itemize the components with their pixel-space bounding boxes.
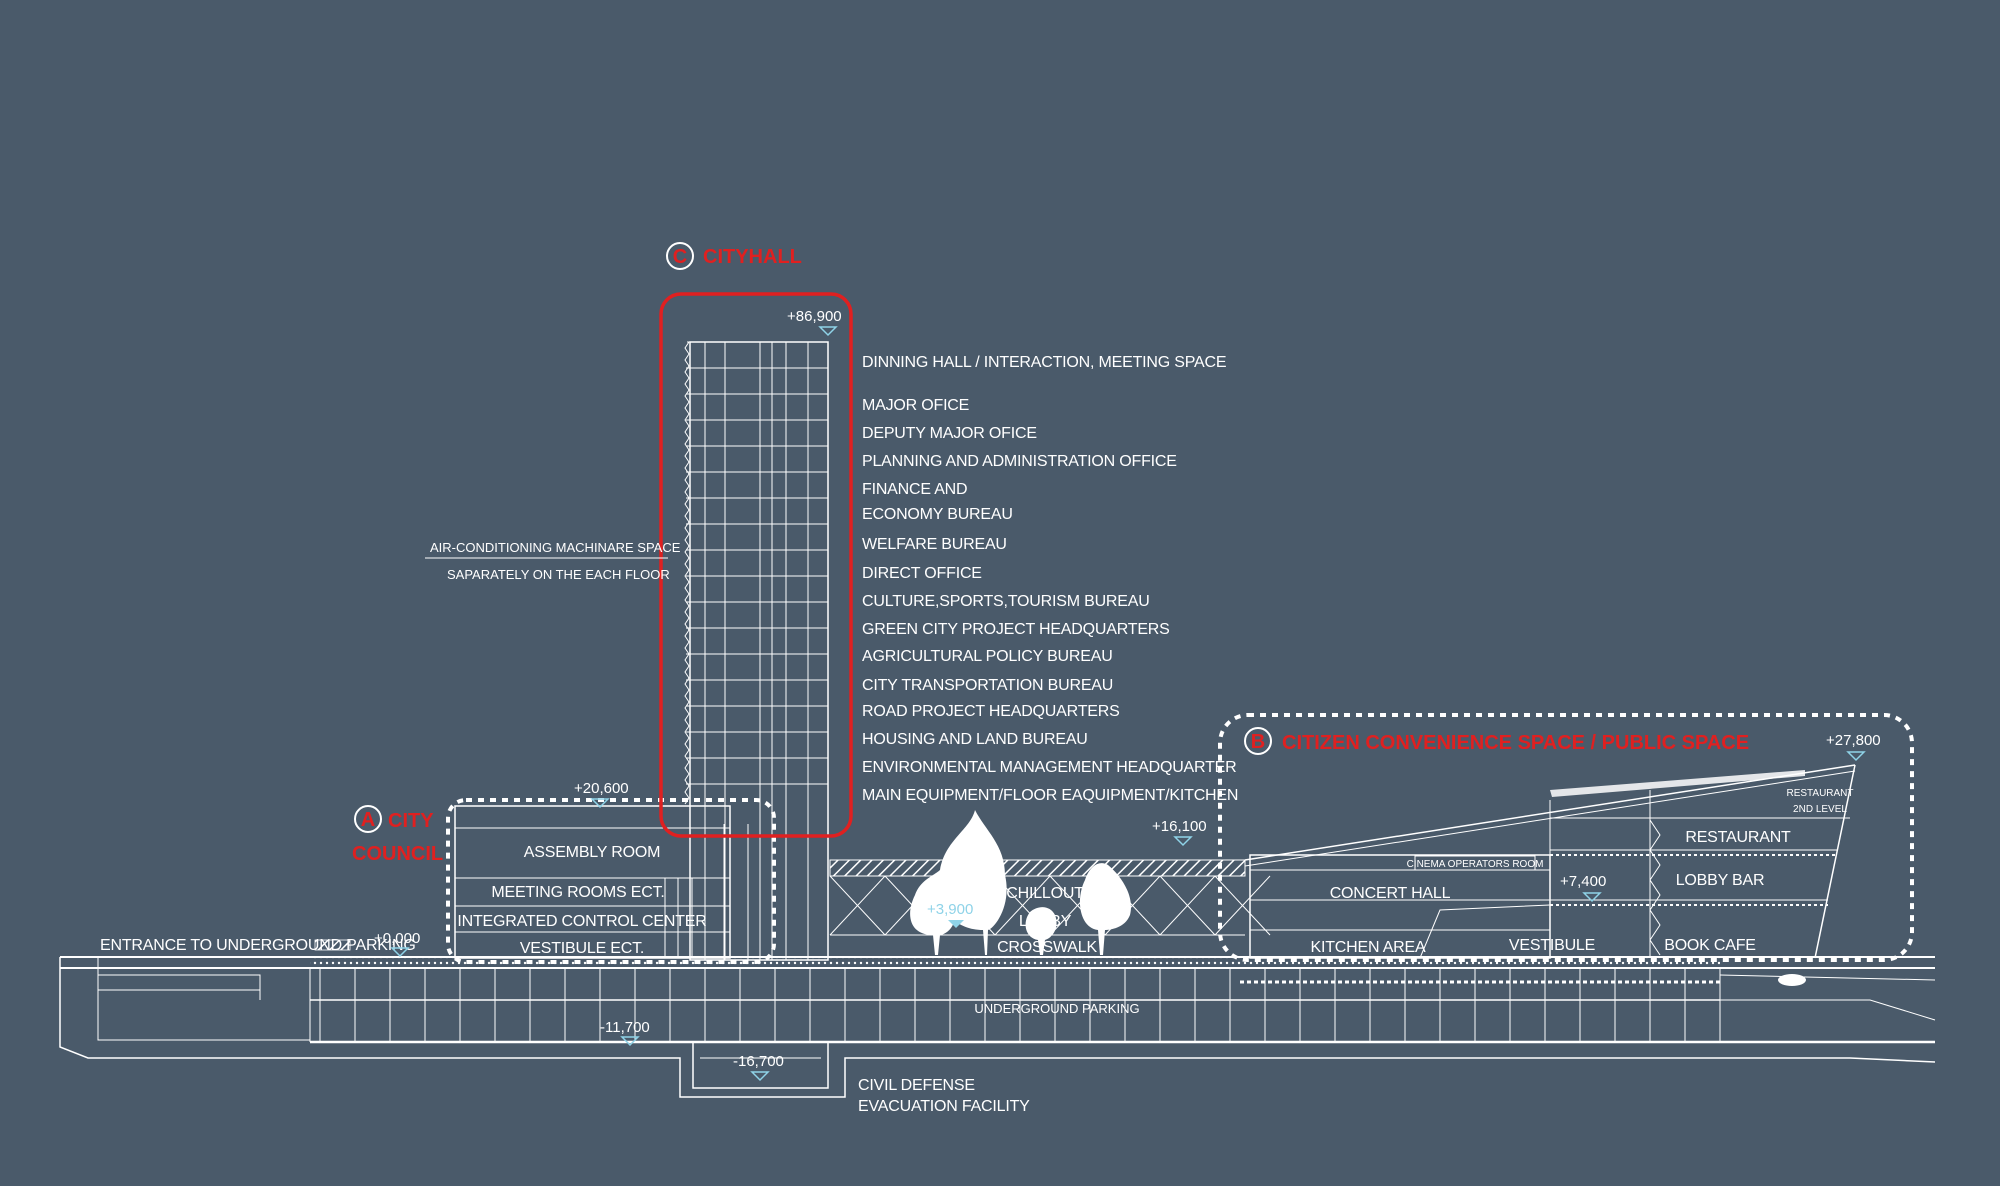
- civil-defense-line1: CIVIL DEFENSE: [858, 1077, 975, 1094]
- elev-public-mid: +7,400: [1560, 873, 1606, 890]
- trees: [910, 810, 1131, 955]
- elev-marker-icon: [1582, 892, 1602, 903]
- tree-icon: [1079, 863, 1131, 955]
- elev-marker-icon: [948, 920, 964, 928]
- elev-core: -16,700: [733, 1053, 784, 1070]
- elev-marker-icon: [390, 947, 410, 958]
- cityhall-tower: [684, 341, 829, 961]
- zone-c-badge: [666, 242, 694, 270]
- concert-hall-label: CONCERT HALL: [1330, 885, 1451, 902]
- lobby-bar-label: LOBBY BAR: [1676, 872, 1765, 889]
- core-pit: [692, 1041, 829, 1089]
- meeting-rooms-label: MEETING ROOMS ECT.: [491, 884, 664, 901]
- underground-structure: [59, 956, 1936, 1098]
- elev-ground: +0,000: [374, 930, 420, 947]
- assembly-room-label: ASSEMBLY ROOM: [524, 844, 660, 861]
- tower-floor-label: ROAD PROJECT HEADQUARTERS: [862, 703, 1120, 720]
- tree-icon: [910, 870, 956, 955]
- elev-council-roof: +20,600: [574, 780, 629, 797]
- tower-floor-label: CULTURE,SPORTS,TOURISM BUREAU: [862, 593, 1150, 610]
- elev-marker-icon: [818, 326, 838, 337]
- elev-parking: -11,700: [600, 1019, 650, 1036]
- vestibule-public-label: VESTIBULE: [1509, 937, 1595, 954]
- tower-floor-label: DINNING HALL / INTERACTION, MEETING SPAC…: [862, 354, 1226, 371]
- middle-link-structure: [829, 859, 1271, 936]
- parking-columns: [319, 968, 1686, 1042]
- zone-b-badge: [1244, 727, 1272, 755]
- public-space-building: [1244, 764, 1856, 959]
- tower-floor-label: FINANCE AND: [862, 481, 967, 498]
- public-space-zone-outline: [1218, 713, 1914, 962]
- zone-a-badge: [354, 805, 382, 833]
- chillout-label: CHILLOUT: [1006, 885, 1084, 902]
- elev-marker-icon: [750, 1071, 770, 1082]
- elev-top: +86,900: [787, 308, 842, 325]
- car-icon: [1778, 974, 1806, 986]
- ac-note-line1: AIR-CONDITIONING MACHINARE SPACE: [430, 540, 681, 555]
- tower-floor-label: MAIN EQUIPMENT/FLOOR EAQUIPMENT/KITCHEN: [862, 787, 1238, 804]
- tower-floor-label: DIRECT OFFICE: [862, 565, 982, 582]
- city-council-zone-outline: [446, 798, 776, 964]
- restaurant-2nd-line1: RESTAURANT: [1786, 788, 1853, 799]
- tower-floor-label: ENVIRONMENTAL MANAGEMENT HEADQUARTER: [862, 759, 1236, 776]
- kitchen-area-label: KITCHEN AREA: [1311, 939, 1426, 956]
- elev-marker-icon: [620, 1036, 640, 1047]
- elev-lobby: +3,900: [927, 901, 973, 918]
- restaurant-2nd-line2: 2ND LEVEL: [1793, 804, 1847, 815]
- zone-a-title-line2: COUNCIL: [352, 843, 443, 865]
- zone-a-title-line1: CITY: [388, 810, 434, 832]
- underground-parking-label: UNDERGROUND PARKING: [974, 1001, 1139, 1016]
- elev-marker-icon: [1173, 836, 1193, 847]
- entrance-ramp-hatch: [314, 939, 351, 951]
- elevation-markers: +86,900 +20,600 +0,000 +16,100 +27,800 +…: [374, 308, 1881, 1082]
- tree-icon: [1025, 907, 1057, 955]
- crosswalk-label: CROSSWALK: [997, 939, 1097, 956]
- zone-a-letter: A: [361, 809, 375, 831]
- tower-floor-label: MAJOR OFICE: [862, 397, 969, 414]
- city-council-building: [454, 805, 731, 959]
- elev-public-roof: +27,800: [1826, 732, 1881, 749]
- zone-b-letter: B: [1251, 731, 1265, 753]
- tower-floor-label: PLANNING AND ADMINISTRATION OFFICE: [862, 453, 1177, 470]
- control-center-label: INTEGRATED CONTROL CENTER: [457, 913, 706, 930]
- entrance-label: ENTRANCE TO UNDERGROUND PARKING: [100, 937, 416, 954]
- cityhall-zone-outline: [659, 292, 853, 838]
- ac-note-line2: SAPARATELY ON THE EACH FLOOR: [447, 567, 670, 582]
- lobby-label: LOBBY: [1019, 913, 1072, 930]
- tower-floor-label: GREEN CITY PROJECT HEADQUARTERS: [862, 621, 1170, 638]
- tower-floor-labels: DINNING HALL / INTERACTION, MEETING SPAC…: [862, 354, 1238, 804]
- tower-floor-label: AGRICULTURAL POLICY BUREAU: [862, 648, 1113, 665]
- elev-marker-icon: [1846, 751, 1866, 762]
- ground-slab: [310, 958, 1720, 968]
- tower-floor-label: DEPUTY MAJOR OFICE: [862, 425, 1037, 442]
- book-cafe-label: BOOK CAFE: [1664, 937, 1756, 954]
- elev-marker-icon: [590, 798, 610, 809]
- zone-b-title: CITIZEN CONVENIENCE SPACE / PUBLIC SPACE: [1282, 732, 1749, 754]
- zone-c-letter: C: [673, 246, 687, 268]
- civil-defense-line2: EVACUATION FACILITY: [858, 1098, 1030, 1115]
- zone-c-title: CITYHALL: [703, 246, 802, 268]
- vestibule-council-label: VESTIBULE ECT.: [520, 940, 644, 957]
- tower-floor-grid: [684, 341, 829, 961]
- tower-floor-label: CITY TRANSPORTATION BUREAU: [862, 677, 1113, 694]
- tower-floor-label: WELFARE BUREAU: [862, 536, 1007, 553]
- tower-floor-label: HOUSING AND LAND BUREAU: [862, 731, 1088, 748]
- tower-floor-label: ECONOMY BUREAU: [862, 506, 1013, 523]
- cinema-room-label: CINEMA OPERATORS ROOM: [1407, 859, 1544, 870]
- restaurant-label: RESTAURANT: [1685, 829, 1791, 846]
- elev-middle-roof: +16,100: [1152, 818, 1207, 835]
